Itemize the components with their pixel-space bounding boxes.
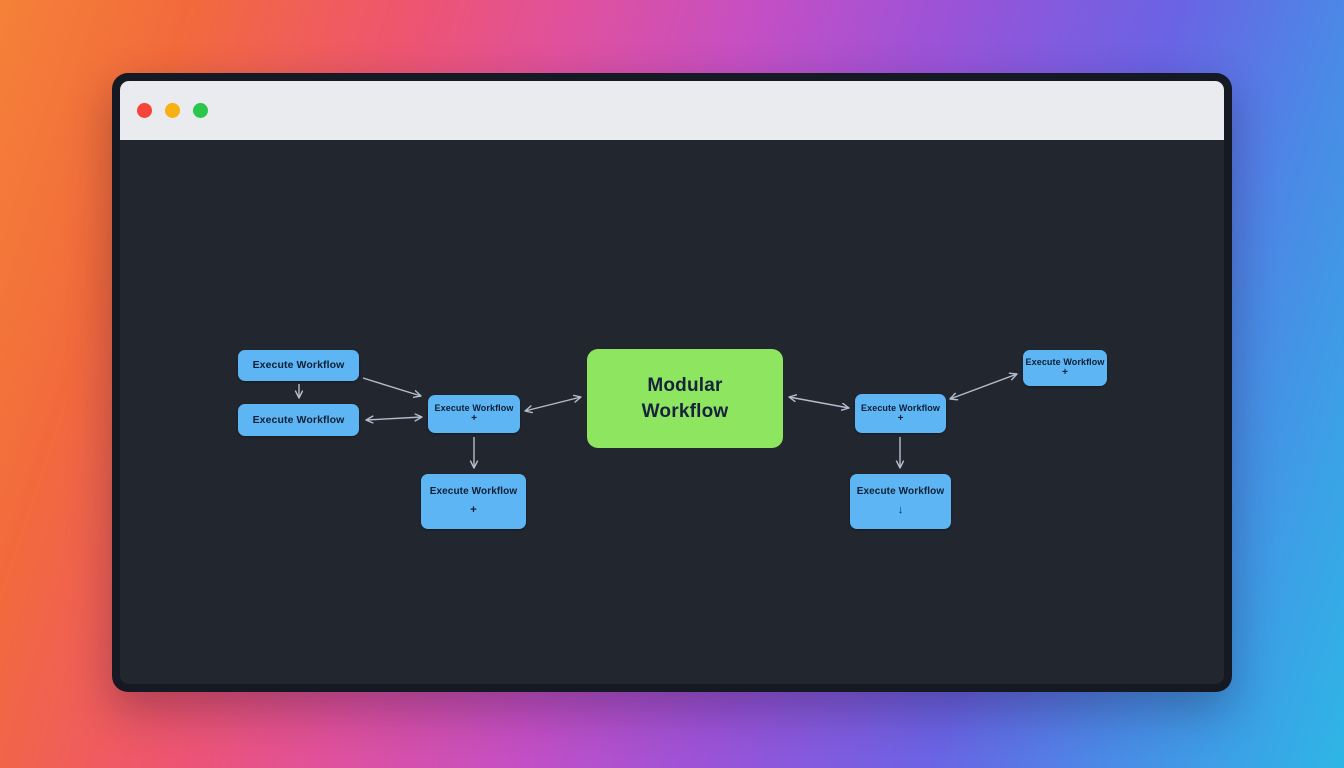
node-execute-workflow-right-hub[interactable]: Execute Workflow + [855,394,946,433]
plus-icon: + [897,412,904,424]
app-window: Execute Workflow Execute Workflow Execut… [112,73,1232,692]
node-label: Execute Workflow [434,403,514,414]
node-execute-workflow-right-child[interactable]: Execute Workflow ↓ [850,474,951,529]
edge-lefthub-center [525,397,581,411]
zoom-button[interactable] [193,103,208,118]
edge-lefttop-to-lefthub [362,377,421,396]
node-label: Execute Workflow [1025,357,1105,368]
minimize-button[interactable] [165,103,180,118]
node-execute-workflow-right-top[interactable]: Execute Workflow + [1023,350,1107,386]
center-node-label-line2: Workflow [641,400,729,422]
edge-righthub-righttop [950,374,1017,399]
node-label: Execute Workflow [252,413,345,426]
plus-icon: + [471,413,477,425]
center-node-label-line1: Modular [647,374,723,396]
window-titlebar [120,81,1224,140]
edge-center-righthub [789,397,849,408]
node-execute-workflow-left-hub[interactable]: Execute Workflow + [428,395,520,433]
node-execute-workflow-left-bottom[interactable]: Execute Workflow [238,404,359,436]
traffic-light-buttons [137,103,208,118]
arrow-down-icon: ↓ [897,503,904,516]
node-label: Execute Workflow [856,486,945,498]
node-label: Execute Workflow [429,486,518,498]
node-execute-workflow-left-child[interactable]: Execute Workflow + [421,474,526,529]
node-execute-workflow-left-top[interactable]: Execute Workflow [238,350,359,381]
node-label: Execute Workflow [861,402,940,413]
plus-icon: + [470,503,477,516]
plus-icon: + [1062,367,1068,379]
node-modular-workflow[interactable]: Modular Workflow [587,349,783,448]
workflow-canvas: Execute Workflow Execute Workflow Execut… [120,140,1224,684]
node-label: Execute Workflow [252,359,345,372]
edge-leftbottom-lefthub [366,417,422,420]
close-button[interactable] [137,103,152,118]
